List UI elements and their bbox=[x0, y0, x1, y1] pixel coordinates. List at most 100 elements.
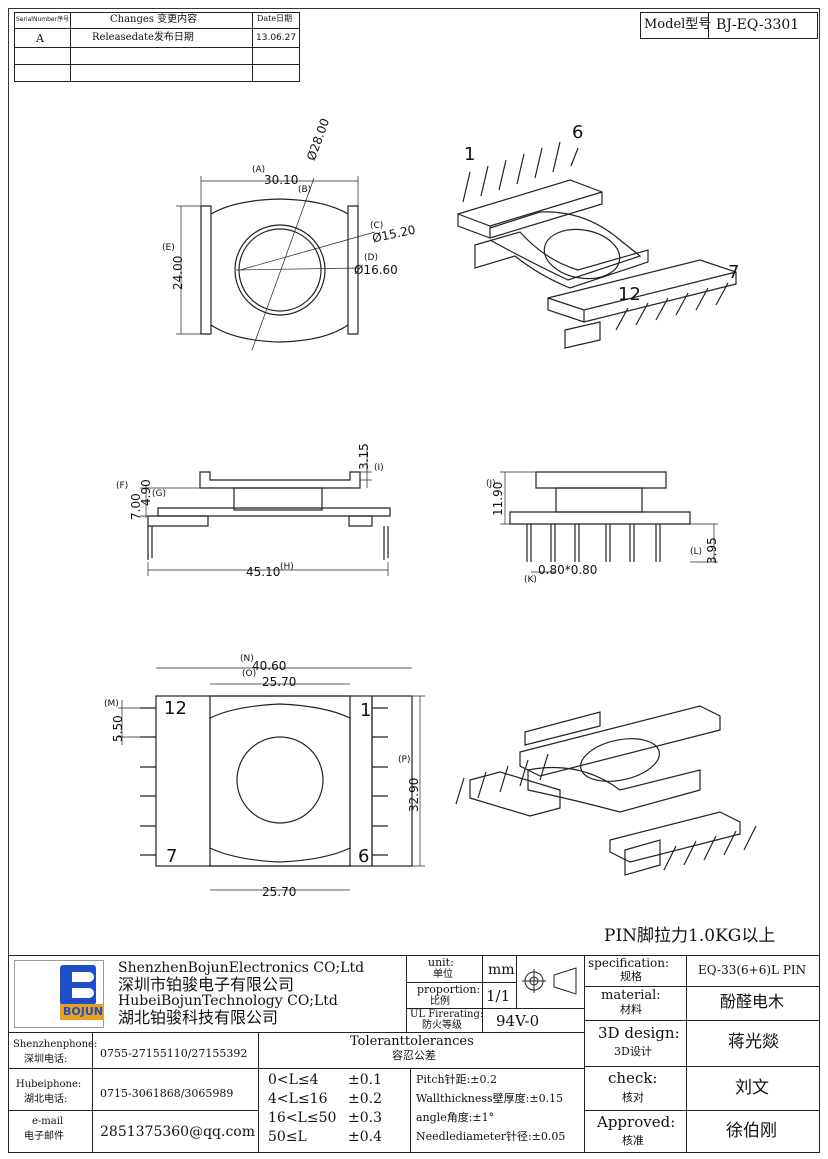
rev-header-date: Date日期 bbox=[257, 14, 293, 23]
dim-f-tag: (F) bbox=[116, 481, 129, 491]
iso-view-bottom bbox=[455, 705, 757, 876]
tol-range-0: 0<L≤4 bbox=[268, 1072, 319, 1088]
contact-email-label: e-mail bbox=[32, 1116, 64, 1127]
contact-sz-label-cn: 深圳电话: bbox=[24, 1054, 68, 1065]
ul-label-cn: 防火等级 bbox=[422, 1020, 462, 1031]
unit-value: mm bbox=[488, 962, 515, 978]
logo-text: BOJUN bbox=[63, 1005, 103, 1018]
tol-range-2: 16<L≤50 bbox=[268, 1110, 337, 1126]
tol-value-0: ±0.1 bbox=[348, 1072, 382, 1088]
dim-n-value: 40.60 bbox=[252, 659, 287, 673]
spec-label-cn: 规格 bbox=[620, 970, 642, 983]
approved-value: 徐伯刚 bbox=[726, 1121, 777, 1141]
iso-pin7-label: 7 bbox=[728, 262, 740, 283]
contact-sz-value: 0755-27155110/27155392 bbox=[100, 1047, 248, 1060]
check-value: 刘文 bbox=[735, 1078, 769, 1098]
dim-k-tag: (K) bbox=[524, 575, 537, 585]
dim-o-value: 25.70 bbox=[262, 675, 297, 689]
dim-i-tag: (I) bbox=[374, 463, 384, 473]
dim-d-value: Ø16.60 bbox=[354, 263, 398, 277]
top-view bbox=[176, 176, 376, 351]
unit-label: unit: bbox=[428, 956, 454, 969]
ul-value: 94V-0 bbox=[496, 1012, 540, 1030]
rev-row-change: Releasedate发布日期 bbox=[92, 32, 194, 43]
bottom-view bbox=[118, 667, 425, 891]
rev-header-changes: Changes 变更内容 bbox=[110, 14, 198, 25]
side-view bbox=[500, 471, 718, 573]
dim-a-value: 30.10 bbox=[264, 173, 299, 187]
tol-range-1: 4<L≤16 bbox=[268, 1091, 328, 1107]
model-value: BJ-EQ-3301 bbox=[716, 17, 800, 33]
technical-drawings bbox=[118, 141, 757, 891]
dim-l-tag: (L) bbox=[690, 547, 703, 557]
iso-pin6-label: 6 bbox=[572, 122, 584, 143]
dim-a-tag: (A) bbox=[252, 165, 266, 175]
pin-pull-note: PIN脚拉力1.0KG以上 bbox=[604, 926, 776, 946]
dim-j-tag: (J) bbox=[486, 479, 496, 489]
bv-pin12-label: 12 bbox=[164, 698, 187, 719]
company-cn-2: 湖北铂骏科技有限公司 bbox=[118, 1008, 279, 1027]
tol-value-1: ±0.2 bbox=[348, 1091, 382, 1107]
tol-range-3: 50≤L bbox=[268, 1129, 307, 1145]
iso-pin12-label: 12 bbox=[618, 284, 641, 305]
contact-email-value: 2851375360@qq.com bbox=[100, 1124, 255, 1140]
tol-note-angle: angle角度:±1° bbox=[416, 1111, 495, 1124]
spec-value: EQ-33(6+6)L PIN bbox=[698, 963, 807, 977]
dim-h-value: 45.10 bbox=[246, 565, 281, 579]
bv-pin7-label: 7 bbox=[166, 846, 178, 867]
dim-h-tag: (H) bbox=[280, 562, 294, 572]
dim-k-value: 0.80*0.80 bbox=[538, 563, 598, 577]
ul-label: UL Firerating: bbox=[410, 1009, 484, 1020]
rev-row-serial: A bbox=[36, 32, 44, 45]
iso-pin1-label: 1 bbox=[464, 144, 476, 165]
dim-d-tag: (D) bbox=[364, 253, 378, 263]
dim-o-tag: (O) bbox=[242, 669, 257, 679]
unit-label-cn: 单位 bbox=[433, 969, 453, 980]
contact-email-label-cn: 电子邮件 bbox=[24, 1131, 64, 1142]
approved-label: Approved: bbox=[597, 1113, 676, 1131]
dim-p-tag: (P) bbox=[398, 755, 411, 765]
proportion-label-cn: 比例 bbox=[430, 996, 450, 1007]
rev-row-date: 13.06.27 bbox=[256, 33, 297, 43]
design-label-cn: 3D设计 bbox=[614, 1045, 652, 1058]
check-label: check: bbox=[608, 1069, 658, 1087]
tolerance-title: Toleranttolerances bbox=[350, 1034, 474, 1049]
material-value: 酚醛电木 bbox=[720, 992, 785, 1011]
tol-value-3: ±0.4 bbox=[348, 1129, 382, 1145]
front-view bbox=[140, 448, 391, 576]
model-label: Model型号 bbox=[644, 17, 712, 32]
dim-c-tag: (C) bbox=[370, 221, 384, 231]
dim-b-tag: (B) bbox=[298, 185, 312, 195]
approved-label-cn: 核准 bbox=[622, 1134, 644, 1147]
tol-note-pitch: Pitch针距:±0.2 bbox=[416, 1073, 498, 1086]
proportion-value: 1/1 bbox=[486, 987, 511, 1005]
tol-note-wall: Wallthickness壁厚度:±0.15 bbox=[416, 1092, 564, 1105]
dim-n-tag: (N) bbox=[240, 654, 254, 664]
iso-view-top bbox=[457, 141, 737, 349]
bv-pin6-label: 6 bbox=[358, 846, 370, 867]
contact-hb-label-cn: 湖北电话: bbox=[24, 1094, 68, 1105]
company-en-1: ShenzhenBojunElectronics CO;Ltd bbox=[118, 960, 365, 976]
material-label-cn: 材料 bbox=[620, 1003, 642, 1016]
company-en-2: HubeiBojunTechnology CO;Ltd bbox=[118, 993, 338, 1009]
tolerance-title-cn: 容忍公差 bbox=[392, 1049, 436, 1062]
spec-label: specification: bbox=[588, 956, 670, 970]
dim-bottom-value: 25.70 bbox=[262, 885, 297, 899]
dim-m-tag: (M) bbox=[104, 699, 119, 709]
tol-note-needle: Needlediameter针径:±0.05 bbox=[416, 1130, 566, 1143]
company-cn-1: 深圳市铂骏电子有限公司 bbox=[118, 975, 295, 994]
contact-hb-value: 0715-3061868/3065989 bbox=[100, 1087, 234, 1100]
contact-hb-label: Hubeiphone: bbox=[16, 1079, 82, 1090]
material-label: material: bbox=[601, 988, 661, 1003]
design-value: 蒋光燚 bbox=[728, 1032, 779, 1052]
dim-g-tag: (G) bbox=[152, 489, 166, 499]
rev-header-serial: SerialNumber序号 bbox=[16, 16, 70, 23]
dim-e-tag: (E) bbox=[162, 243, 175, 253]
design-label: 3D design: bbox=[598, 1024, 680, 1042]
proportion-label: proportion: bbox=[417, 983, 481, 996]
check-label-cn: 核对 bbox=[622, 1091, 644, 1104]
bv-pin1-label: 1 bbox=[360, 700, 372, 721]
contact-sz-label: Shenzhenphone: bbox=[13, 1039, 98, 1050]
tol-value-2: ±0.3 bbox=[348, 1110, 382, 1126]
